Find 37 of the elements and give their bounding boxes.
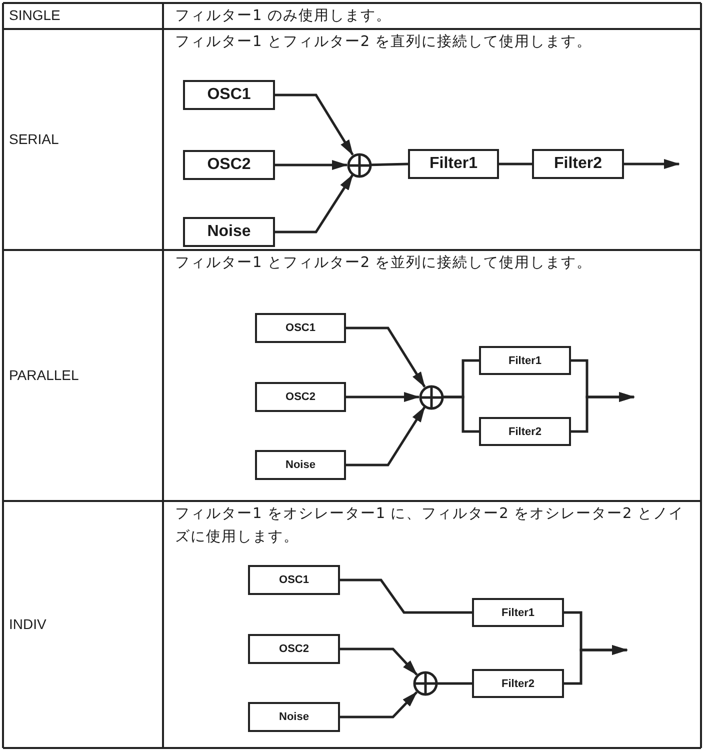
connector-arrow	[564, 645, 628, 685]
description-text: フィルター1 のみ使用します。	[175, 7, 392, 26]
block-box: Noise	[248, 702, 340, 732]
connector-arrow	[340, 691, 418, 718]
description-text: フィルター1 とフィルター2 を直列に接続して使用します。	[175, 33, 594, 52]
connector-arrow	[346, 406, 426, 466]
block-box: Filter1	[408, 149, 499, 179]
description-text: フィルター1 をオシレーター1 に、フィルター2 をオシレーター2 とノイズに使用します。	[175, 505, 685, 547]
summing-circle	[346, 152, 372, 178]
connector-arrow	[346, 392, 420, 402]
connector-arrow	[571, 392, 635, 433]
block-box: Noise	[183, 217, 275, 247]
block-box: Filter1	[472, 598, 564, 627]
block-box: OSC1	[255, 313, 346, 343]
block-box: Filter2	[479, 417, 571, 446]
block-box: OSC2	[248, 634, 340, 664]
block-box: OSC1	[183, 80, 275, 110]
connector-arrow	[275, 174, 354, 234]
row-label: INDIV	[9, 616, 46, 632]
row-label: SINGLE	[9, 7, 60, 23]
summing-circle	[418, 384, 444, 410]
row-label: SERIAL	[9, 130, 59, 146]
connector-arrow	[275, 160, 348, 170]
connector-arrow	[624, 159, 680, 169]
block-box: Filter2	[472, 669, 564, 698]
row-label: PARALLEL	[9, 366, 79, 382]
connector-arrow	[340, 648, 418, 676]
block-box: Filter2	[532, 149, 624, 179]
block-box: Noise	[255, 450, 346, 480]
block-box: OSC2	[183, 150, 275, 180]
block-box: Filter1	[479, 346, 571, 375]
block-box: OSC2	[255, 382, 346, 412]
block-box: OSC1	[248, 565, 340, 595]
description-text: フィルター1 とフィルター2 を並列に接続して使用します。	[175, 254, 594, 273]
connector-arrow	[346, 326, 426, 388]
summing-circle	[412, 671, 438, 696]
connector-arrow	[275, 94, 354, 156]
